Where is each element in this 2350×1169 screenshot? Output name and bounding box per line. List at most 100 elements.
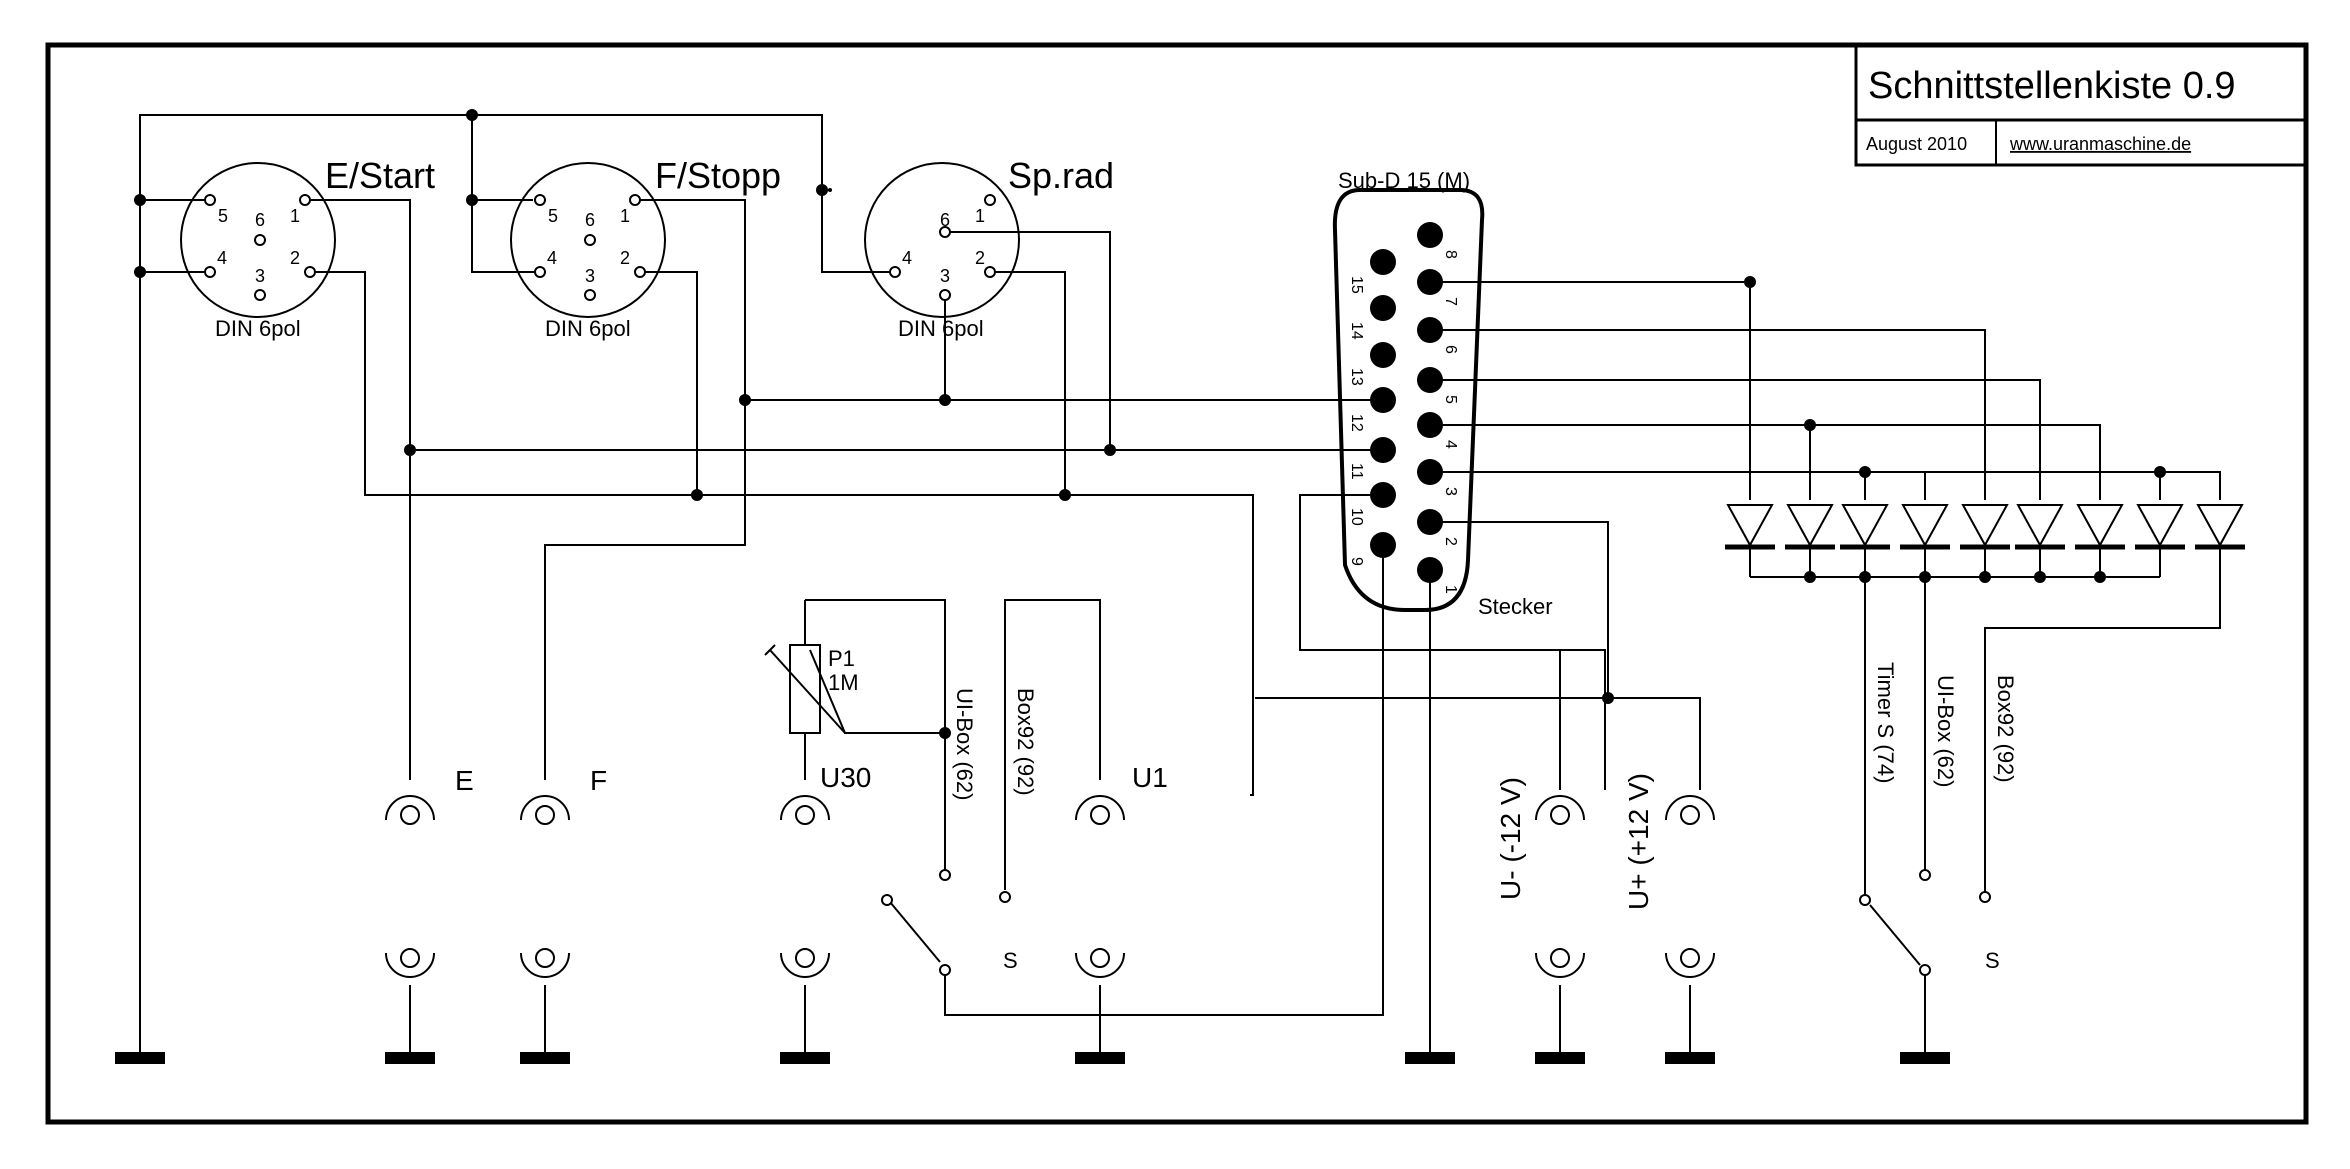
svg-text:13: 13 xyxy=(1348,368,1365,386)
diode xyxy=(1900,504,1950,550)
socket xyxy=(1665,795,1715,825)
svg-text:1: 1 xyxy=(975,206,985,226)
svg-text:2: 2 xyxy=(290,248,300,268)
din-connector-e-start: E/Start DIN 6pol 1 2 3 4 5 6 xyxy=(180,155,435,341)
socket xyxy=(385,948,435,978)
outer-frame xyxy=(45,42,2309,1125)
ground-symbol xyxy=(385,1052,435,1064)
svg-text:8: 8 xyxy=(1442,250,1459,259)
svg-text:5: 5 xyxy=(218,206,228,226)
svg-text:9: 9 xyxy=(1348,557,1365,566)
socket xyxy=(520,795,570,825)
connector-type-e-start: DIN 6pol xyxy=(215,316,301,341)
svg-text:2: 2 xyxy=(975,248,985,268)
svg-text:10: 10 xyxy=(1348,508,1365,526)
svg-text:2: 2 xyxy=(1442,537,1459,546)
svg-text:1: 1 xyxy=(1442,585,1459,594)
socket xyxy=(780,948,830,978)
svg-text:1: 1 xyxy=(620,206,630,226)
svg-text:6: 6 xyxy=(1442,345,1459,354)
junction-dots xyxy=(134,109,2166,739)
diode xyxy=(1840,504,1890,550)
ground-symbol xyxy=(1900,1052,1950,1064)
svg-text:11: 11 xyxy=(1348,463,1365,480)
ground-symbol xyxy=(1535,1052,1585,1064)
pot-name: P1 xyxy=(828,646,855,671)
socket xyxy=(1075,948,1125,978)
diode xyxy=(2015,504,2065,550)
switch-label-ui-box: UI-Box (62) xyxy=(952,688,977,800)
diode xyxy=(1785,504,1835,550)
svg-text:4: 4 xyxy=(1442,440,1459,449)
pot-value: 1M xyxy=(828,670,859,695)
ground-symbol xyxy=(1665,1052,1715,1064)
svg-text:3: 3 xyxy=(255,266,265,286)
diode xyxy=(2075,504,2125,550)
website-link[interactable]: www.uranmaschine.de xyxy=(2009,134,2191,154)
ground-symbol xyxy=(520,1052,570,1064)
svg-text:14: 14 xyxy=(1348,322,1365,340)
diode-array xyxy=(1725,504,2245,550)
svg-text:3: 3 xyxy=(585,266,595,286)
switch-label-box92-2: Box92 (92) xyxy=(1993,675,2018,783)
socket-label-u30: U30 xyxy=(820,762,871,793)
switch-label-timer: Timer S (74) xyxy=(1873,662,1898,783)
subd-stecker-label: Stecker xyxy=(1478,594,1553,619)
ground-symbols xyxy=(115,1052,1950,1064)
switch-label-ui-box-2: UI-Box (62) xyxy=(1933,675,1958,787)
diode xyxy=(2135,504,2185,550)
sockets-upper xyxy=(385,795,1715,825)
sockets-lower xyxy=(385,948,1715,978)
svg-text:4: 4 xyxy=(217,248,227,268)
ground-symbol xyxy=(780,1052,830,1064)
diode xyxy=(2195,504,2245,550)
switch-label-box92: Box92 (92) xyxy=(1013,688,1038,796)
svg-text:3: 3 xyxy=(940,266,950,286)
switch-s-left: S xyxy=(1003,948,1018,973)
subd-15-connector: Sub-D 15 (M) Stecker 8 7 6 5 4 3 2 1 15 … xyxy=(1332,168,1553,619)
socket xyxy=(1535,795,1585,825)
svg-text:4: 4 xyxy=(902,248,912,268)
socket-label-e: E xyxy=(455,765,474,796)
switch-contacts xyxy=(881,869,1991,976)
socket-label-u-plus: U+ (+12 V) xyxy=(1623,773,1654,910)
ground-symbol xyxy=(1075,1052,1125,1064)
svg-text:12: 12 xyxy=(1348,414,1365,432)
socket-label-f: F xyxy=(590,765,607,796)
socket-label-u-minus: U- (-12 V) xyxy=(1495,777,1526,900)
diagram-title: Schnittstellenkiste 0.9 xyxy=(1868,65,2236,107)
svg-text:6: 6 xyxy=(585,210,595,230)
potentiometer-p1: P1 1M xyxy=(764,644,859,734)
svg-text:4: 4 xyxy=(547,248,557,268)
socket-label-u1: U1 xyxy=(1132,762,1168,793)
svg-text:6: 6 xyxy=(940,210,950,230)
connector-type-f-stopp: DIN 6pol xyxy=(545,316,631,341)
svg-text:15: 15 xyxy=(1348,276,1365,294)
ground-symbol xyxy=(115,1052,165,1064)
svg-text:5: 5 xyxy=(548,206,558,226)
title-block: Schnittstellenkiste 0.9 August 2010 www.… xyxy=(1854,45,2306,167)
diode xyxy=(1960,504,2010,550)
socket xyxy=(1075,795,1125,825)
socket xyxy=(780,795,830,825)
svg-text:2: 2 xyxy=(620,248,630,268)
svg-text:1: 1 xyxy=(290,206,300,226)
wires xyxy=(139,114,2221,1055)
connector-label-sp-rad: Sp.rad xyxy=(1008,155,1114,196)
din-connector-f-stopp: F/Stopp DIN 6pol 1 2 3 4 5 6 xyxy=(510,155,781,341)
svg-text:5: 5 xyxy=(1442,395,1459,404)
din-connector-sp-rad: Sp.rad DIN 6pol 1 2 3 4 6 xyxy=(828,155,1114,341)
connector-label-f-stopp: F/Stopp xyxy=(655,155,781,196)
connector-type-sp-rad: DIN 6pol xyxy=(898,316,984,341)
svg-text:7: 7 xyxy=(1442,297,1459,306)
switch-s-right: S xyxy=(1985,948,2000,973)
diagram-date: August 2010 xyxy=(1866,134,1967,154)
ground-symbol xyxy=(1405,1052,1455,1064)
svg-text:3: 3 xyxy=(1442,487,1459,496)
socket xyxy=(520,948,570,978)
connector-label-e-start: E/Start xyxy=(325,155,435,196)
socket xyxy=(1665,948,1715,978)
socket xyxy=(385,795,435,825)
svg-text:6: 6 xyxy=(255,210,265,230)
